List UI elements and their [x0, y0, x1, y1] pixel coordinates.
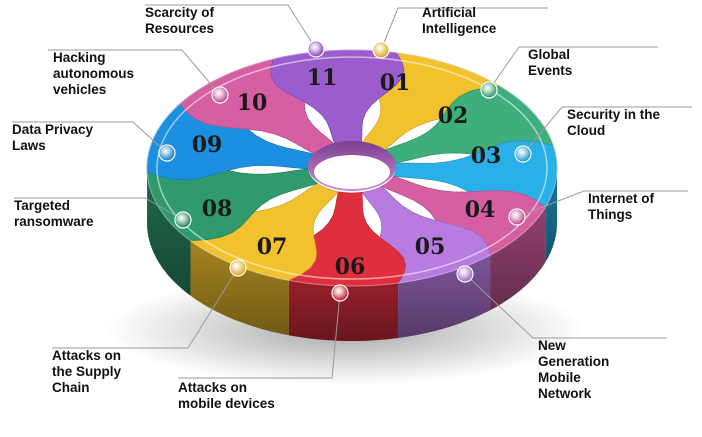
segment-dot-shine-09 [160, 146, 174, 160]
leader-line-10 [48, 49, 221, 96]
segment-dot-shine-11 [309, 42, 323, 56]
segment-number-02: 02 [438, 103, 469, 129]
segment-dot-shine-07 [231, 261, 245, 275]
center-hole [308, 141, 396, 191]
leader-line-03 [522, 106, 692, 155]
label-11: Scarcity of Resources [145, 5, 215, 36]
segment-number-10: 10 [237, 90, 268, 116]
disc-sheen [146, 49, 558, 287]
label-07: Attacks on the Supply Chain [52, 348, 122, 395]
leader-line-05 [464, 273, 667, 339]
segment-number-05: 05 [415, 234, 446, 260]
label-08: Targeted ransomware [14, 198, 94, 229]
leader-line-01 [380, 7, 548, 51]
leader-line-09 [12, 121, 168, 154]
segment-dot-shine-04 [510, 210, 524, 224]
leader-line-04 [516, 190, 688, 218]
segment-number-06: 06 [335, 254, 366, 280]
disc-side-shade-04 [490, 207, 546, 310]
segment-dot-shine-02 [482, 83, 496, 97]
disc-inner-rim [156, 56, 548, 280]
label-04: Internet of Things [588, 191, 654, 222]
disc-side-shade-03 [545, 168, 557, 263]
leader-line-02 [488, 46, 658, 91]
label-10: Hacking autonomous vehicles [53, 50, 134, 97]
center-hole-opening [314, 155, 390, 189]
leader-line-06 [178, 292, 341, 379]
disc-side-shade-06 [288, 280, 399, 341]
label-09: Data Privacy Laws [12, 122, 94, 153]
label-03: Security in the Cloud [567, 107, 661, 138]
segment-number-07: 07 [257, 234, 288, 260]
segment-dot-shine-01 [374, 43, 388, 57]
disc-sides [147, 168, 557, 341]
segment-dot-shine-05 [458, 267, 472, 281]
segment-number-03: 03 [471, 143, 502, 169]
segment-number-09: 09 [192, 132, 223, 158]
disc-top-segments [146, 49, 558, 287]
label-06: Attacks on mobile devices [178, 380, 275, 411]
label-01: Artificial Intelligence [422, 5, 497, 36]
segment-number-11: 11 [307, 65, 338, 91]
leader-line-07 [52, 267, 239, 349]
segment-dots [158, 40, 532, 302]
disc-side-shade-07 [190, 240, 289, 336]
segment-dot-shine-03 [516, 147, 530, 161]
segment-dot-shine-10 [213, 88, 227, 102]
label-05: New Generation Mobile Network [538, 338, 610, 401]
segment-number-08: 08 [202, 196, 233, 222]
leader-line-11 [145, 4, 317, 50]
label-02: Global Events [528, 47, 573, 78]
segment-dot-shine-06 [333, 286, 347, 300]
disc-side-shade-08 [147, 172, 191, 296]
disc-outer-rim [146, 49, 558, 287]
leader-lines [12, 4, 692, 379]
segment-number-04: 04 [465, 197, 496, 223]
leader-line-08 [14, 197, 184, 221]
segment-dot-shine-08 [176, 213, 190, 227]
segment-number-01: 01 [380, 70, 411, 96]
